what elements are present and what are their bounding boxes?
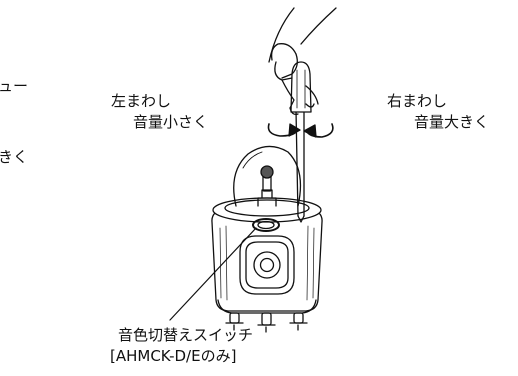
switch-label-line1: 音色切替えスイッチ [118,326,254,344]
index-finger [270,43,297,61]
screwdriver-tip [297,215,305,223]
body-shading [219,225,315,301]
switch-label-line2: [AHMCK-D/Eのみ] [110,347,237,365]
rotation-arrows [267,123,334,138]
bulb-stand [257,189,277,207]
device-feet [225,312,308,333]
signal-device [211,197,323,333]
screwdriver [290,61,312,223]
device-top-inner [224,199,310,217]
left-rotation-label-line2: 音量小さく [133,113,209,131]
left-rotation-arrowhead [288,123,301,137]
hand [268,7,337,116]
dome-outline [233,145,302,207]
switch-leader-line [169,227,257,321]
tone-switch [252,218,280,232]
right-rotation-label-line2: 音量大きく [414,113,490,131]
left-rotation-label-line1: 左まわし [111,92,172,110]
screwdriver-handle [290,61,312,113]
right-rotation-arrowhead [303,124,317,138]
device-body [211,207,323,312]
wrist-line-left [268,7,295,63]
handle-ridges [296,69,306,109]
finger-tip [289,103,315,116]
left-fragment-line2: きく [0,148,29,166]
wrist-line-right [300,7,337,45]
lamp-dome [233,145,302,207]
curled-fingers [274,61,319,109]
right-rotation-label-line1: 右まわし [387,92,448,110]
left-fragment-line1: ュー [0,77,29,95]
tone-switch-inner [257,220,275,230]
speaker-grille [239,235,295,295]
dome-highlight [242,151,263,169]
bulb [260,165,274,179]
thumb [281,53,298,79]
